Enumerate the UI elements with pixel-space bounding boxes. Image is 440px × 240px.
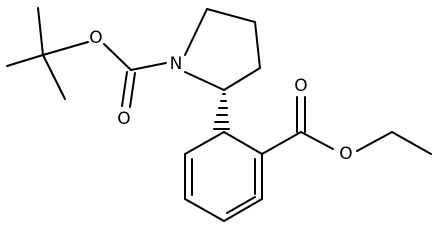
atom-o-boc-carbonyl: O: [117, 109, 130, 129]
atom-o-boc-ether: O: [89, 28, 102, 48]
atom-o-ester-carbonyl: O: [294, 76, 307, 96]
bond-boc-c-double-o-1: [121, 71, 128, 107]
atom-o-ester-ether: O: [339, 144, 352, 164]
bond-c2-to-n: [184, 71, 225, 91]
bond-ring-c3-c4: [223, 198, 263, 222]
bond-ester-o-to-ch2: [356, 131, 393, 152]
bond-o-to-carbonyl-c: [103, 43, 132, 71]
atom-n: N: [170, 54, 183, 74]
bond-ring-to-ester-c: [261, 131, 302, 155]
bond-ring-c1-c2: [223, 131, 263, 155]
bond-ethyl-ch2-to-ch3: [391, 131, 432, 155]
bond-tbu-methyl-bottom: [42, 54, 66, 100]
bond-n-to-c5: [184, 8, 208, 56]
bond-carbonyl-c-to-n: [130, 62, 167, 71]
bond-tbu-methyl-left: [6, 54, 44, 67]
stereo-hashed-wedge: [213, 93, 230, 130]
bond-ester-c-to-o: [300, 131, 334, 150]
bond-c5-to-c4: [206, 8, 256, 23]
bond-ring-c6-c1: [184, 131, 225, 155]
bond-ring-c4-c5: [184, 198, 225, 222]
bond-tbu-methyl-top: [37, 7, 44, 56]
bond-boc-c-double-o-2: [129, 72, 136, 108]
bond-c4-to-c3: [254, 21, 261, 69]
bond-ring-inner-bottom: [226, 196, 256, 214]
bond-c3-to-c2: [223, 67, 261, 91]
bond-tbu-to-o: [42, 41, 89, 56]
